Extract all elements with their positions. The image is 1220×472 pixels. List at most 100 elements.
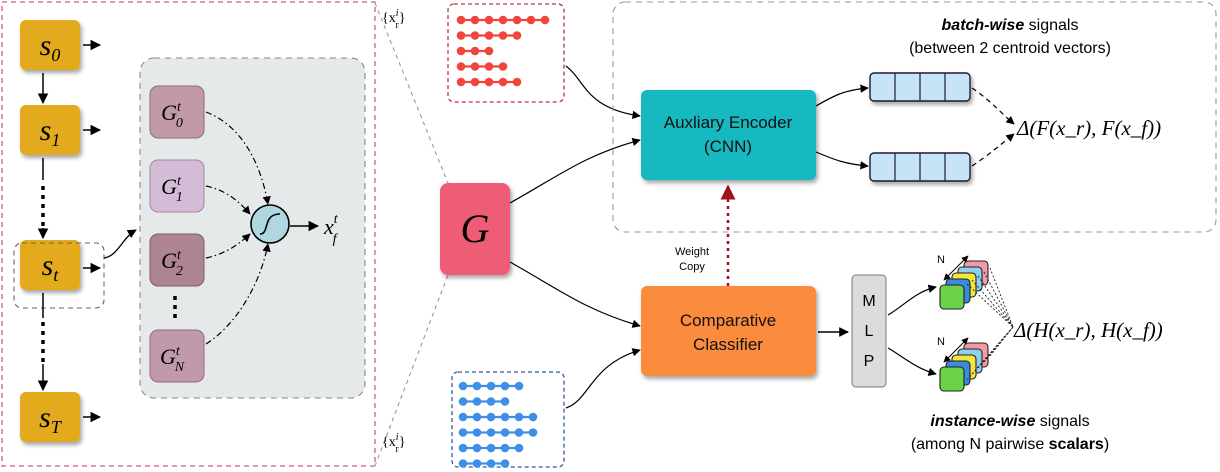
scalar-stack-bottom — [939, 342, 989, 392]
real-to-encoder-arrow — [565, 65, 641, 120]
state-label-sT: sT — [39, 401, 63, 437]
real-sequence-dot — [512, 31, 522, 40]
fake-sequence-dot — [486, 443, 496, 453]
head-g2 — [149, 233, 205, 287]
real-sequence-dot — [498, 15, 508, 25]
head-g1 — [149, 159, 205, 213]
head-g1-to-mixer — [205, 185, 251, 215]
fan-line — [983, 271, 1014, 328]
real-sequence-dot — [484, 62, 494, 71]
auxiliary-encoder-block — [641, 90, 816, 180]
n-arrow-bottom — [943, 337, 969, 363]
fake-sequence-dot — [472, 443, 482, 453]
classifier-label-line2: Classifier — [693, 335, 763, 354]
fake-sequence-dot — [500, 397, 510, 406]
state-chain: s0 s1 st sT — [13, 20, 137, 442]
scalar-stack-top — [939, 260, 989, 310]
real-sequence-dot — [498, 77, 508, 87]
fake-sequence-dot — [514, 412, 524, 422]
fake-sequence-dot — [514, 428, 524, 437]
real-set-sequences — [456, 15, 550, 87]
fake-sequence-dot — [458, 443, 468, 453]
fake-sequence-dot — [500, 412, 510, 422]
zoom-line-top — [374, 2, 449, 184]
fake-sequence-dot — [472, 397, 482, 406]
sigmoid-curve — [259, 213, 281, 235]
zoom-line-bottom — [374, 274, 449, 467]
fake-sequence-dot — [528, 412, 538, 422]
fake-sequence-dot — [458, 428, 468, 437]
real-sequence-dot — [526, 15, 536, 25]
weight-copy-label-line2: Copy — [679, 261, 705, 273]
state-node-s0 — [20, 20, 80, 70]
real-sequence-dot — [498, 62, 508, 71]
fake-sequence-dot — [500, 428, 510, 437]
left-panel-border — [1, 1, 376, 467]
fake-sequence-dot — [500, 459, 510, 468]
state-label-st: st — [42, 249, 60, 285]
fake-sequence-dot — [514, 443, 524, 453]
head-g0-to-mixer — [205, 111, 271, 205]
st-to-panel-arrow — [103, 229, 137, 259]
generator-block — [440, 183, 510, 275]
real-sequence-dot — [484, 15, 494, 25]
state-node-st — [20, 240, 80, 290]
real-sequence-dot — [484, 77, 494, 87]
generator-label: G — [461, 206, 490, 251]
real-set-box — [447, 3, 565, 103]
vector-bottom-to-delta-arrow — [971, 133, 1015, 167]
mlp-letter-l: L — [865, 323, 874, 340]
fake-sequence-dot — [486, 381, 496, 391]
state-node-sT — [20, 392, 80, 442]
mlp-letter-m: M — [862, 293, 875, 310]
vector-top-to-delta-arrow — [971, 87, 1015, 125]
batch-region-border — [612, 1, 1217, 233]
fake-sequence-dot — [458, 397, 468, 406]
fake-sequence-dot — [472, 428, 482, 437]
batch-delta-formula: Δ(F(x_r), F(x_f)) — [1016, 116, 1161, 140]
batch-signal-subtitle: (between 2 centroid vectors) — [909, 40, 1111, 57]
fake-sequence-dot — [472, 412, 482, 422]
encoder-to-vector-bottom-arrow — [815, 151, 869, 170]
fake-sequence-dot — [500, 381, 510, 391]
fake-sequence-dot — [500, 443, 510, 453]
real-sequence-dot — [470, 77, 480, 87]
encoder-to-vector-top-arrow — [815, 84, 869, 107]
fake-set-sequences — [458, 381, 538, 468]
fan-line — [971, 279, 1014, 328]
fake-to-classifier-arrow — [565, 348, 641, 409]
state-label-s0: s0 — [40, 29, 61, 65]
head-gN — [149, 329, 205, 383]
real-sequence-dot — [456, 62, 466, 71]
encoder-label-line2: (CNN) — [704, 137, 752, 156]
real-sequence-dot — [512, 77, 522, 87]
real-sequence-dot — [456, 31, 466, 40]
instance-delta-formula: Δ(H(x_r), H(x_f)) — [1013, 318, 1163, 342]
sigmoid-mixer-icon — [250, 204, 290, 244]
real-sequence-dot — [470, 46, 480, 56]
centroid-vector-top — [869, 72, 971, 102]
fake-sequence-dot — [486, 428, 496, 437]
real-sequence-dot — [456, 46, 466, 56]
scalar-square — [939, 284, 965, 310]
fake-sequence-dot — [514, 381, 524, 391]
n-label-bottom: N — [937, 336, 945, 348]
fake-sequence-dot — [458, 381, 468, 391]
mlp-to-stack-bottom-arrow — [887, 347, 937, 376]
instance-signal-title: instance-wise signals — [930, 413, 1089, 430]
mlp-to-stack-top-arrow — [887, 284, 937, 316]
mlp-block — [851, 274, 887, 388]
instance-signal-subtitle: (among N pairwise scalars) — [911, 436, 1109, 453]
real-sequence-dot — [470, 31, 480, 40]
real-sequence-dot — [456, 15, 466, 25]
head-gN-to-mixer — [205, 243, 271, 345]
fake-sequence-dot — [528, 428, 538, 437]
fake-sequence-dot — [486, 412, 496, 422]
mlp-letter-p: P — [864, 353, 875, 370]
